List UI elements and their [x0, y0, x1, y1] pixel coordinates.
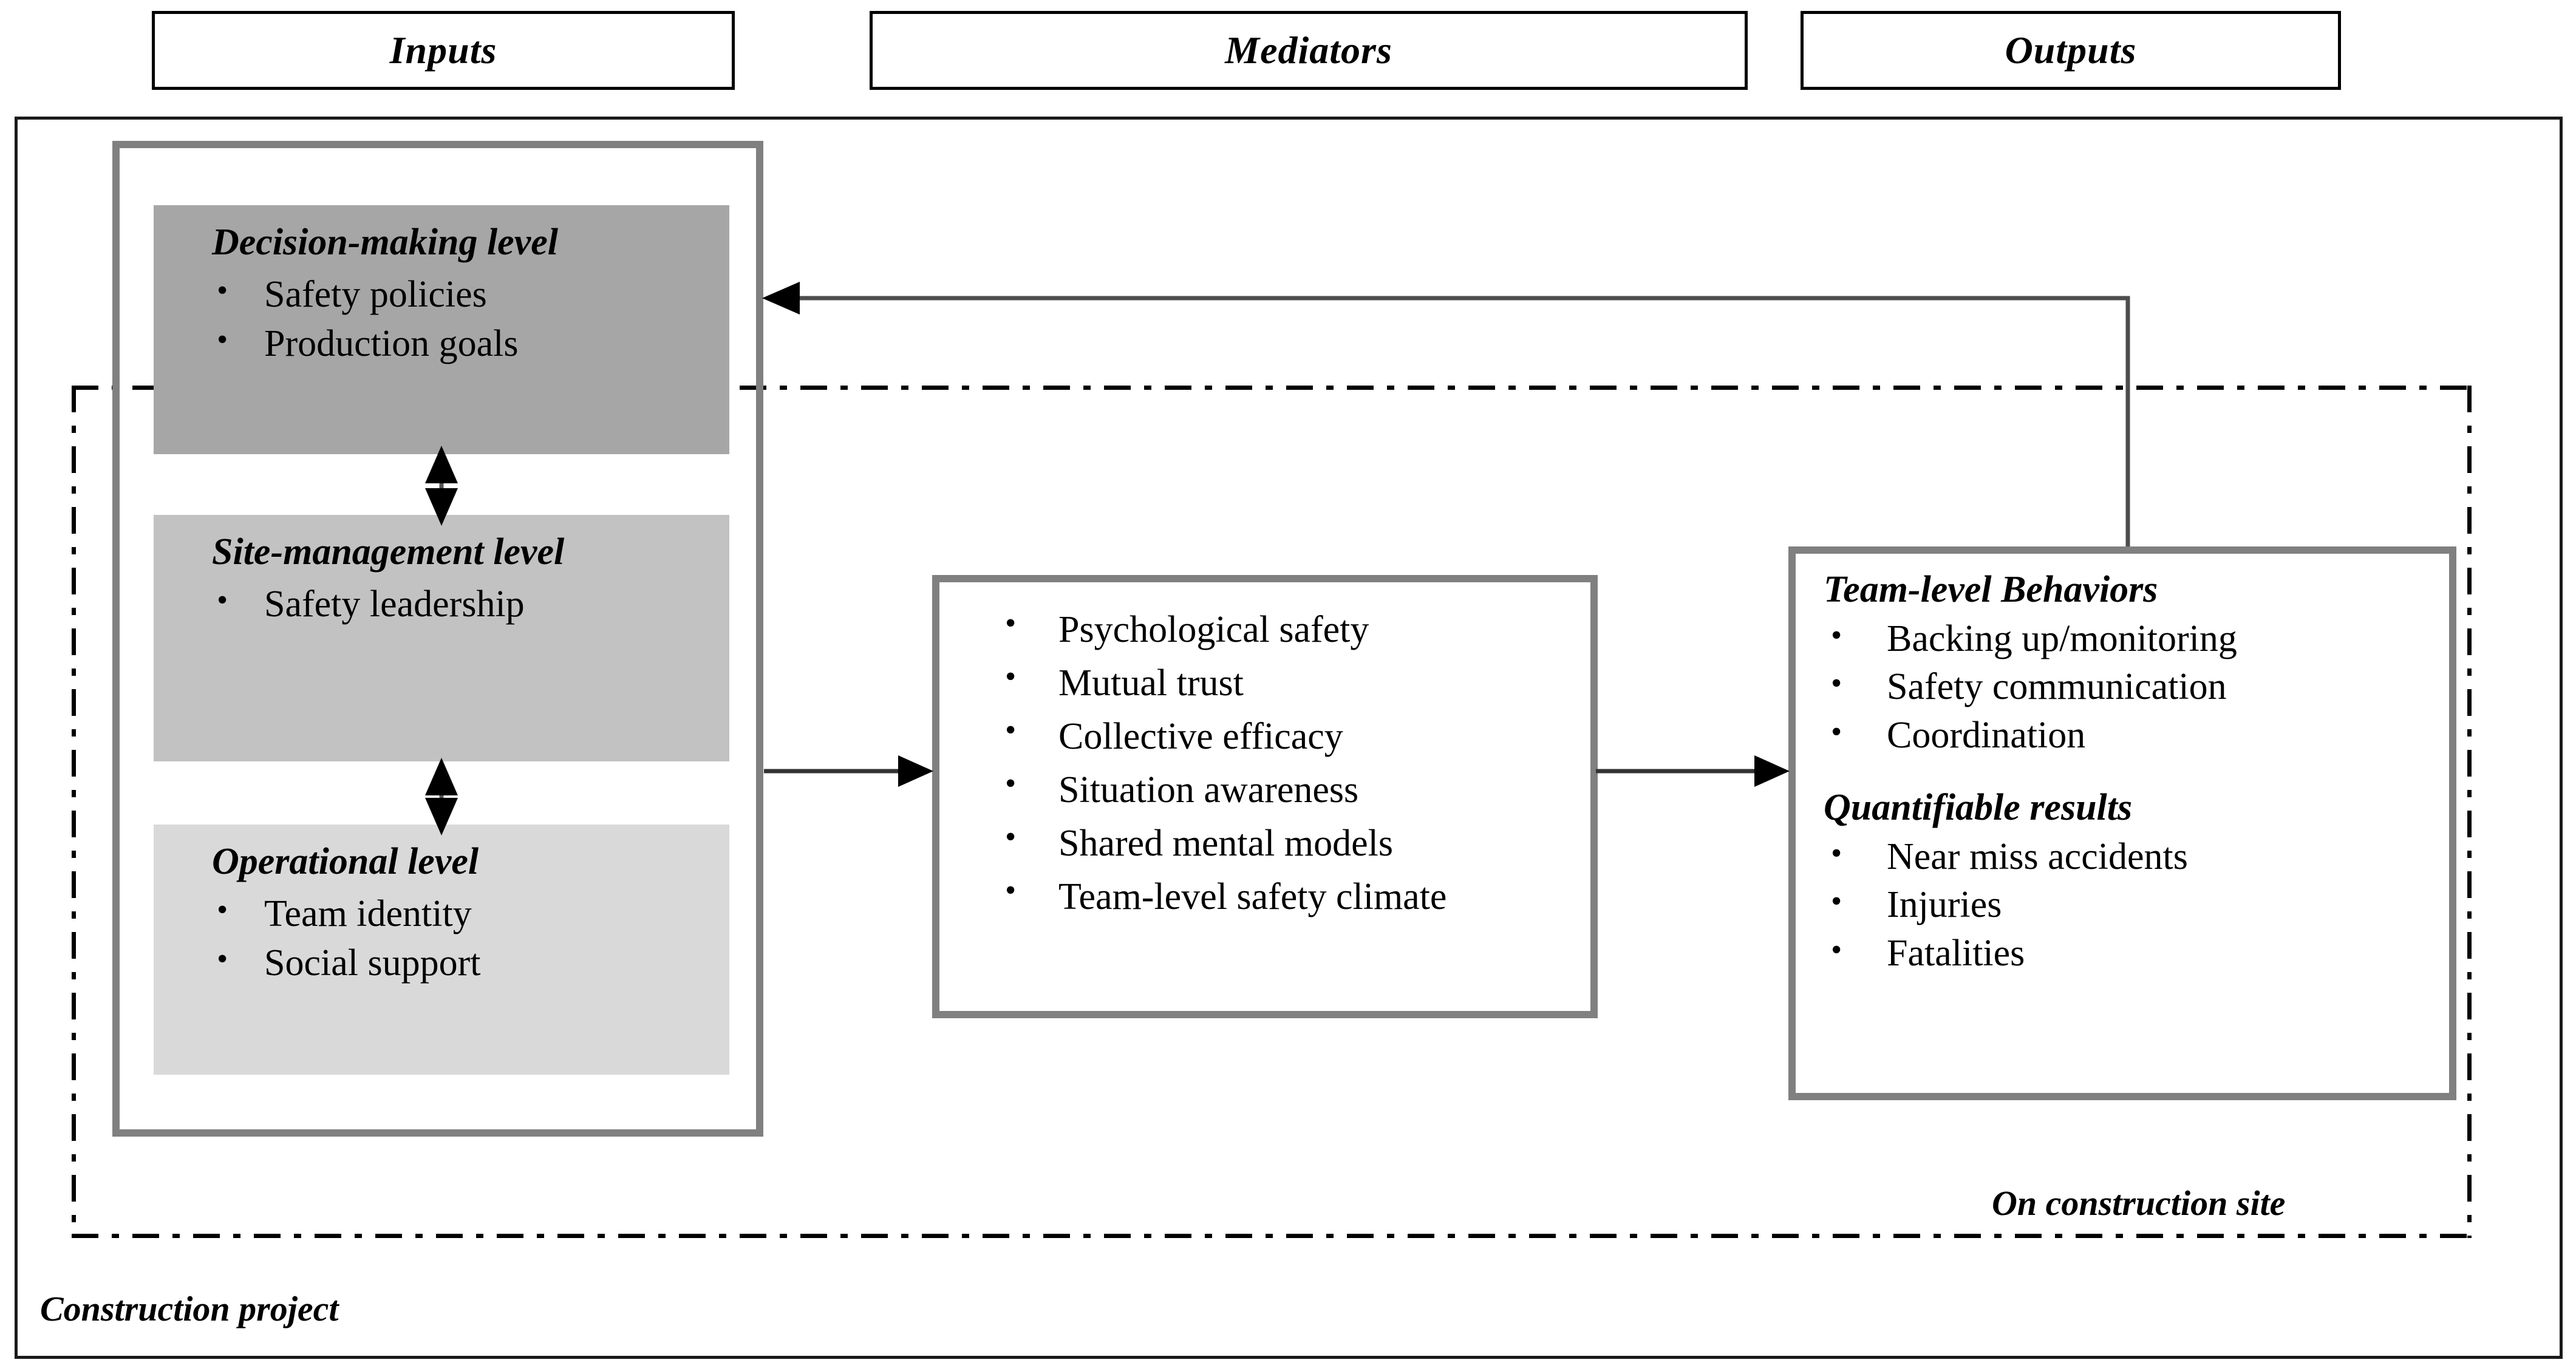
list-item: Safety leadership: [154, 580, 729, 629]
list-item: Safety policies: [154, 270, 729, 319]
construction-project-label: Construction project: [40, 1289, 339, 1328]
list-item: Coordination: [1796, 712, 2449, 760]
outputs-title-quantifiable-results: Quantifiable results: [1824, 787, 2133, 829]
mediators-box: Psychological safety Mutual trust Collec…: [932, 575, 1598, 1018]
column-header-inputs: Inputs: [152, 11, 735, 90]
list-item: Near miss accidents: [1796, 833, 2449, 881]
list-item: Psychological safety: [939, 603, 1590, 656]
list-item: Collective efficacy: [939, 710, 1590, 763]
inputs-container: [112, 141, 763, 1137]
column-header-mediators: Mediators: [870, 11, 1748, 90]
level-items-site-management: Safety leadership: [154, 580, 729, 629]
column-header-outputs-label: Outputs: [2005, 29, 2137, 72]
list-item: Situation awareness: [939, 763, 1590, 817]
level-box-decision-making: Decision-making level Safety policies Pr…: [154, 205, 729, 454]
level-box-operational: Operational level Team identity Social s…: [154, 825, 729, 1075]
outputs-items-team-level-behaviors: Backing up/monitoring Safety communicati…: [1796, 615, 2449, 760]
outputs-title-team-level-behaviors: Team-level Behaviors: [1824, 569, 2158, 610]
list-item: Shared mental models: [939, 817, 1590, 870]
on-construction-site-label: On construction site: [1992, 1183, 2286, 1223]
outputs-items-quantifiable-results: Near miss accidents Injuries Fatalities: [1796, 833, 2449, 978]
level-items-operational: Team identity Social support: [154, 890, 729, 987]
mediators-items: Psychological safety Mutual trust Collec…: [939, 603, 1590, 924]
list-item: Fatalities: [1796, 930, 2449, 978]
level-title-decision-making: Decision-making level: [212, 222, 558, 263]
list-item: Safety communication: [1796, 663, 2449, 711]
list-item: Team identity: [154, 890, 729, 939]
list-item: Production goals: [154, 319, 729, 369]
outputs-box: Team-level Behaviors Backing up/monitori…: [1788, 546, 2456, 1100]
level-items-decision-making: Safety policies Production goals: [154, 270, 729, 368]
level-title-site-management: Site-management level: [212, 531, 565, 573]
column-header-inputs-label: Inputs: [389, 29, 497, 72]
list-item: Social support: [154, 939, 729, 988]
list-item: Team-level safety climate: [939, 870, 1590, 924]
list-item: Injuries: [1796, 881, 2449, 929]
column-header-outputs: Outputs: [1801, 11, 2341, 90]
column-header-mediators-label: Mediators: [1225, 29, 1392, 72]
list-item: Backing up/monitoring: [1796, 615, 2449, 663]
level-box-site-management: Site-management level Safety leadership: [154, 515, 729, 761]
list-item: Mutual trust: [939, 656, 1590, 710]
level-title-operational: Operational level: [212, 841, 479, 882]
